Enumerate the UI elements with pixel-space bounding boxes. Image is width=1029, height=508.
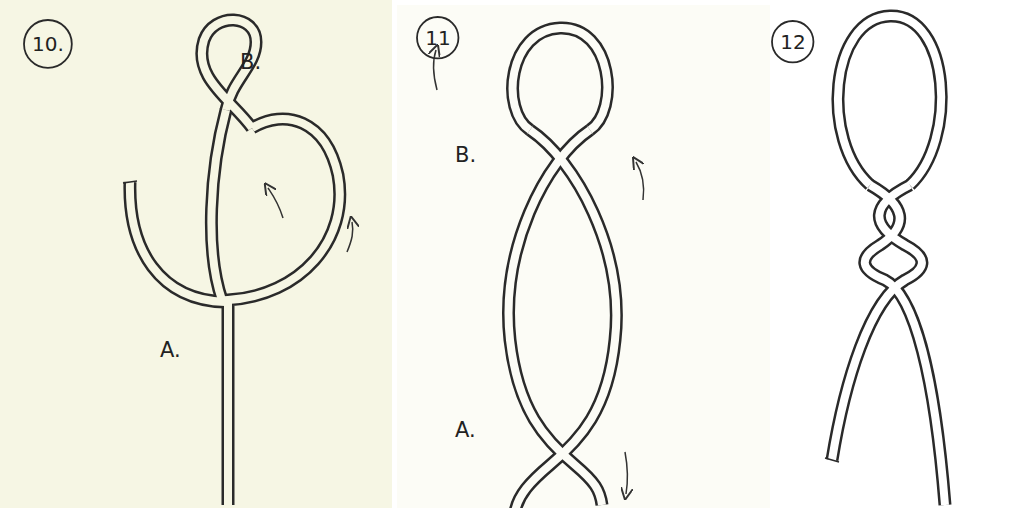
step-number: 12 [780, 32, 805, 52]
step-number-circle: 10. [23, 19, 73, 69]
point-label: B. [455, 145, 476, 166]
step-number-circle: 11 [416, 16, 459, 59]
point-label: A. [160, 340, 181, 361]
point-label: A. [455, 420, 476, 441]
rope-step-12 [825, 16, 945, 505]
step-number: 11 [425, 28, 450, 48]
step-number: 10. [32, 34, 64, 54]
panel-ground [772, 4, 1029, 508]
step-number-circle: 12 [771, 20, 814, 63]
rope-step-11 [433, 28, 643, 508]
panel-ground [0, 0, 392, 508]
point-label: B. [240, 52, 261, 73]
rope-step-10 [123, 20, 353, 505]
